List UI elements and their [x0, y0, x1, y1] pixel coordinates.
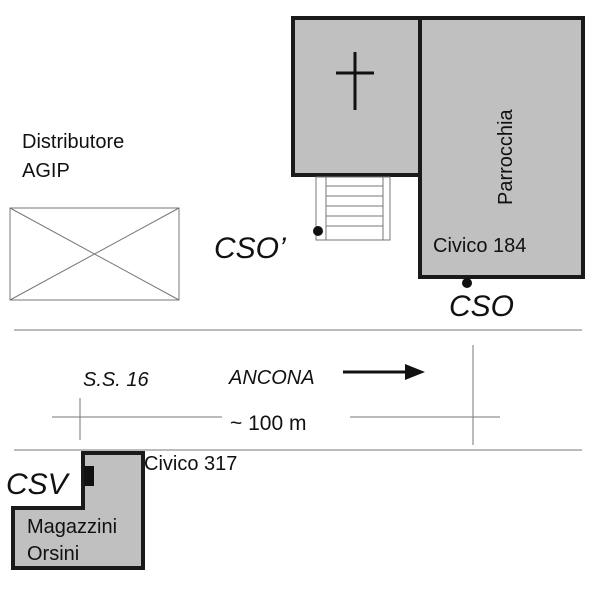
fuel-station-symbol — [9, 207, 180, 301]
csv-marker — [84, 466, 94, 486]
magazzini-orsini-building — [11, 451, 145, 570]
civico-317-label: Civico 317 — [144, 453, 237, 475]
cso-marker — [462, 278, 472, 288]
orsini-label: Orsini — [27, 543, 79, 565]
direction-label: ANCONA — [228, 367, 315, 389]
magazzini-label: Magazzini — [27, 516, 117, 538]
cso-prime-label: CSO’ — [214, 232, 287, 265]
direction-arrow-icon — [343, 364, 425, 380]
csv-label: CSV — [6, 468, 71, 501]
parrocchia-label: Parrocchia — [495, 109, 517, 205]
cso-label: CSO — [449, 290, 514, 323]
stairs — [315, 176, 391, 241]
road-name-label: S.S. 16 — [83, 369, 149, 391]
cso-prime-marker — [313, 226, 323, 236]
agip-label: AGIP — [22, 160, 70, 182]
cross-icon — [336, 52, 374, 110]
distance-label: ~ 100 m — [230, 412, 306, 435]
distributore-label: Distributore — [22, 131, 124, 153]
parish-building — [418, 16, 585, 279]
distance-dimension-line — [52, 345, 500, 445]
civico-184-label: Civico 184 — [433, 235, 526, 257]
